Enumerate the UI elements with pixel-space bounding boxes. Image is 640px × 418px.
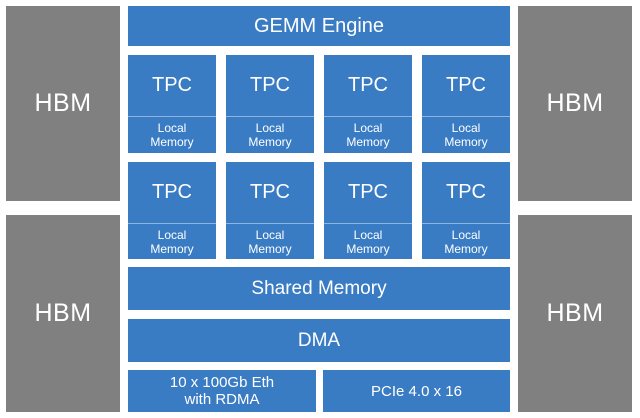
local-memory-label: Local Memory: [150, 121, 194, 149]
tpc-block: TPC Local Memory: [226, 162, 314, 259]
local-memory-label: Local Memory: [346, 227, 390, 256]
local-memory-label: Local Memory: [444, 121, 488, 149]
tpc-divider: [226, 223, 314, 224]
tpc-divider: [128, 223, 216, 224]
gemm-engine: GEMM Engine: [128, 6, 510, 46]
ethernet-rdma: 10 x 100Gb Eth with RDMA: [128, 370, 316, 412]
tpc-block: TPC Local Memory: [226, 55, 314, 153]
tpc-label: TPC: [250, 74, 290, 96]
tpc-label: TPC: [348, 74, 388, 96]
tpc-divider: [324, 116, 412, 117]
tpc-block: TPC Local Memory: [324, 162, 412, 259]
tpc-block: TPC Local Memory: [128, 55, 216, 153]
tpc-label: TPC: [250, 181, 290, 203]
tpc-divider: [422, 116, 510, 117]
local-memory-label: Local Memory: [248, 227, 292, 256]
dma: DMA: [128, 319, 510, 362]
hbm-bottom-left: HBM: [6, 215, 120, 412]
hbm-top-left: HBM: [6, 6, 120, 201]
hbm-top-right: HBM: [518, 6, 632, 201]
local-memory-label: Local Memory: [346, 121, 390, 149]
tpc-label: TPC: [152, 181, 192, 203]
tpc-divider: [422, 223, 510, 224]
tpc-label: TPC: [446, 74, 486, 96]
pcie-interface: PCIe 4.0 x 16: [323, 370, 510, 412]
tpc-label: TPC: [348, 181, 388, 203]
tpc-block: TPC Local Memory: [324, 55, 412, 153]
local-memory-label: Local Memory: [150, 227, 194, 256]
local-memory-label: Local Memory: [444, 227, 488, 256]
tpc-label: TPC: [446, 181, 486, 203]
tpc-divider: [324, 223, 412, 224]
tpc-block: TPC Local Memory: [422, 162, 510, 259]
tpc-block: TPC Local Memory: [128, 162, 216, 259]
tpc-divider: [128, 116, 216, 117]
tpc-label: TPC: [152, 74, 192, 96]
hbm-bottom-right: HBM: [518, 215, 632, 412]
tpc-divider: [226, 116, 314, 117]
tpc-block: TPC Local Memory: [422, 55, 510, 153]
local-memory-label: Local Memory: [248, 121, 292, 149]
shared-memory: Shared Memory: [128, 267, 510, 310]
